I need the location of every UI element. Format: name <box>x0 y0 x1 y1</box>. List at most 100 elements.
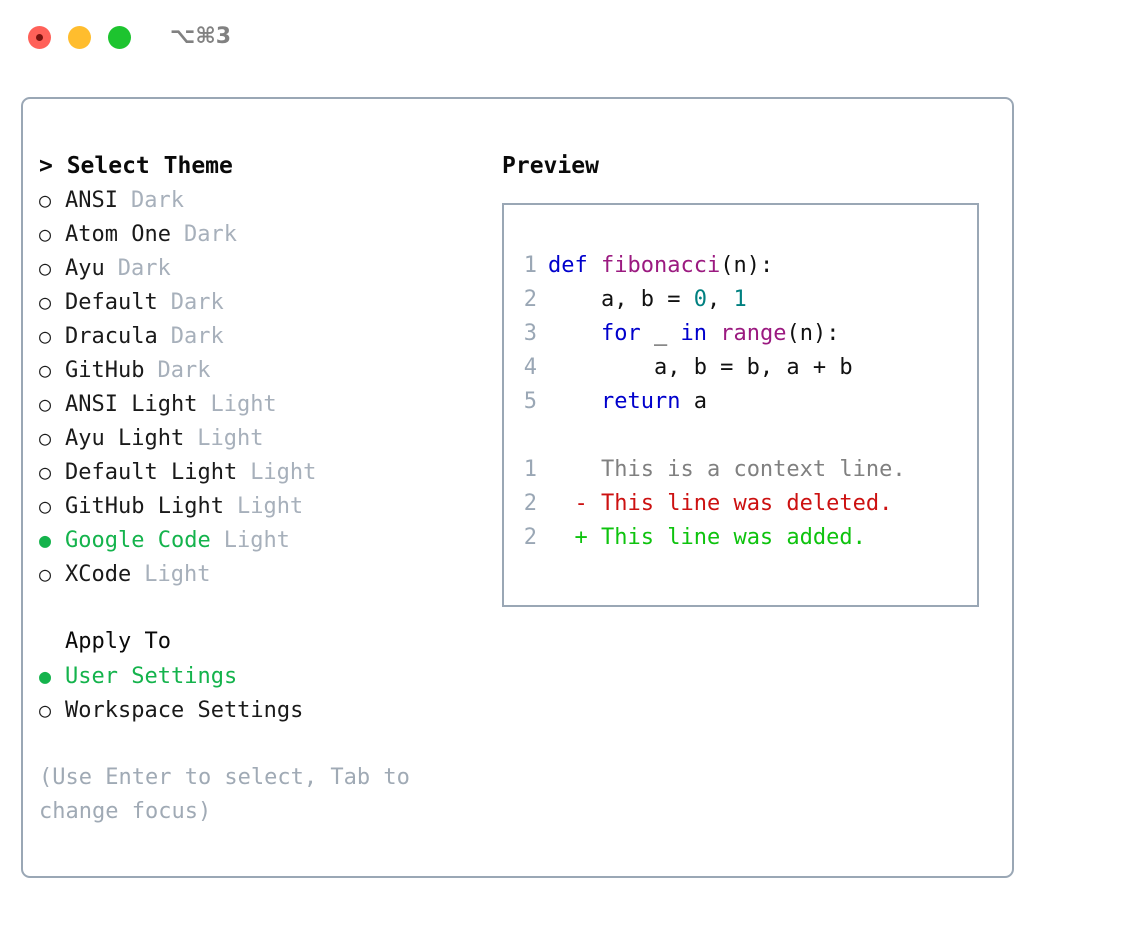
apply-to-option-workspace-settings[interactable]: ○Workspace Settings <box>39 693 491 727</box>
apply-to-option-label: User Settings <box>65 664 238 689</box>
radio-selected-icon: ● <box>39 528 52 552</box>
code-token-fn: range <box>720 321 787 346</box>
code-token-kw: return <box>600 389 681 414</box>
preview-heading: Preview <box>502 153 599 179</box>
radio-unselected-icon: ○ <box>39 324 52 348</box>
theme-option-google-code[interactable]: ● Google Code Light <box>39 523 491 557</box>
apply-to-list[interactable]: ● User Settings ○Workspace Settings <box>39 659 491 727</box>
diff-line-content-context: This is a context line. <box>548 457 906 482</box>
code-token-kw: for <box>600 321 641 346</box>
diff-line: 1 This is a context line. <box>515 453 977 487</box>
theme-variant-badge: Dark <box>157 358 211 383</box>
code-line-content: def fibonacci(n): <box>548 253 773 278</box>
zoom-button[interactable] <box>108 26 131 49</box>
diff-line-number: 1 <box>523 457 537 482</box>
apply-to-option-label: Workspace Settings <box>65 698 304 723</box>
theme-variant-badge: Dark <box>130 188 184 213</box>
keyboard-hint-text: (Use Enter to select, Tab to change focu… <box>39 765 410 824</box>
code-token-kw: def <box>548 253 601 278</box>
theme-option-atom-one[interactable]: ○ Atom One Dark <box>39 217 491 251</box>
theme-variant-badge: Light <box>144 562 211 587</box>
diff-line: 2 + This line was added. <box>515 521 977 555</box>
radio-unselected-icon: ○ <box>39 460 52 484</box>
code-line-number: 2 <box>523 287 537 312</box>
diff-line-content-del: - This line was deleted. <box>548 491 892 516</box>
code-line-number: 3 <box>523 321 537 346</box>
diff-line-content-add: + This line was added. <box>548 525 866 550</box>
code-line-content: return a <box>548 389 707 414</box>
minimize-button[interactable] <box>68 26 91 49</box>
close-button[interactable] <box>28 26 51 49</box>
theme-variant-badge: Light <box>197 426 264 451</box>
radio-unselected-icon: ○ <box>39 562 52 586</box>
code-token-plain <box>707 321 720 346</box>
code-token-fn: fibonacci <box>600 253 721 278</box>
code-line: 2 a, b = 0, 1 <box>515 283 977 317</box>
diff-line-text: This is a context line. <box>587 457 906 482</box>
theme-variant-badge: Light <box>236 494 304 519</box>
theme-variant-badge: Dark <box>183 222 237 247</box>
theme-variant-badge: Light <box>223 528 290 553</box>
apply-to-option-user-settings[interactable]: ● User Settings <box>39 659 491 693</box>
code-line-content: a, b = b, a + b <box>548 355 853 380</box>
theme-option-github-light[interactable]: ○ GitHub Light Light <box>39 489 491 523</box>
theme-option-label: Ayu <box>65 256 105 281</box>
code-token-plain <box>548 389 601 414</box>
radio-unselected-icon: ○ <box>39 222 52 246</box>
code-token-kw: in <box>680 321 707 346</box>
diff-sample: 1 This is a context line.2 - This line w… <box>515 453 977 555</box>
diff-line: 2 - This line was deleted. <box>515 487 977 521</box>
code-line-number: 1 <box>523 253 537 278</box>
theme-variant-badge: Dark <box>117 256 171 281</box>
theme-option-label: GitHub Light <box>65 494 224 519</box>
code-line-number: 4 <box>523 355 537 380</box>
code-token-plain: , <box>706 287 734 312</box>
code-line: 5 return a <box>515 385 977 419</box>
diff-marker: + <box>548 525 588 550</box>
code-line-content: for _ in range(n): <box>548 321 839 346</box>
code-token-plain: a, b = <box>548 287 694 312</box>
theme-option-label: Default <box>65 290 158 315</box>
code-line-content: a, b = 0, 1 <box>548 287 747 312</box>
diff-line-text: This line was deleted. <box>587 491 893 516</box>
code-token-plain <box>548 321 601 346</box>
theme-option-label: XCode <box>65 562 132 587</box>
radio-unselected-icon: ○ <box>39 358 52 382</box>
diff-line-text: This line was added. <box>587 525 866 550</box>
theme-variant-badge: Dark <box>170 324 224 349</box>
code-token-plain: a <box>680 389 707 414</box>
theme-option-label: Google Code <box>65 528 211 553</box>
code-token-num: 1 <box>733 287 747 312</box>
code-line: 3 for _ in range(n): <box>515 317 977 351</box>
theme-option-label: Default Light <box>65 460 238 485</box>
diff-marker: - <box>548 491 588 516</box>
code-spacer <box>515 419 977 453</box>
radio-unselected-icon: ○ <box>39 494 52 518</box>
traffic-light-group <box>28 26 131 49</box>
diff-line-number: 2 <box>523 491 537 516</box>
theme-variant-badge: Dark <box>170 290 224 315</box>
theme-option-label: ANSI Light <box>65 392 198 417</box>
diff-marker <box>548 457 588 482</box>
select-theme-heading: > Select Theme <box>39 153 233 179</box>
theme-option-xcode[interactable]: ○ XCode Light <box>39 557 491 591</box>
theme-variant-badge: Light <box>210 392 277 417</box>
radio-selected-icon: ● <box>39 664 52 688</box>
apply-to-heading: Apply To <box>65 629 171 654</box>
theme-option-label: Atom One <box>65 222 171 247</box>
code-token-plain: (n): <box>786 321 840 346</box>
